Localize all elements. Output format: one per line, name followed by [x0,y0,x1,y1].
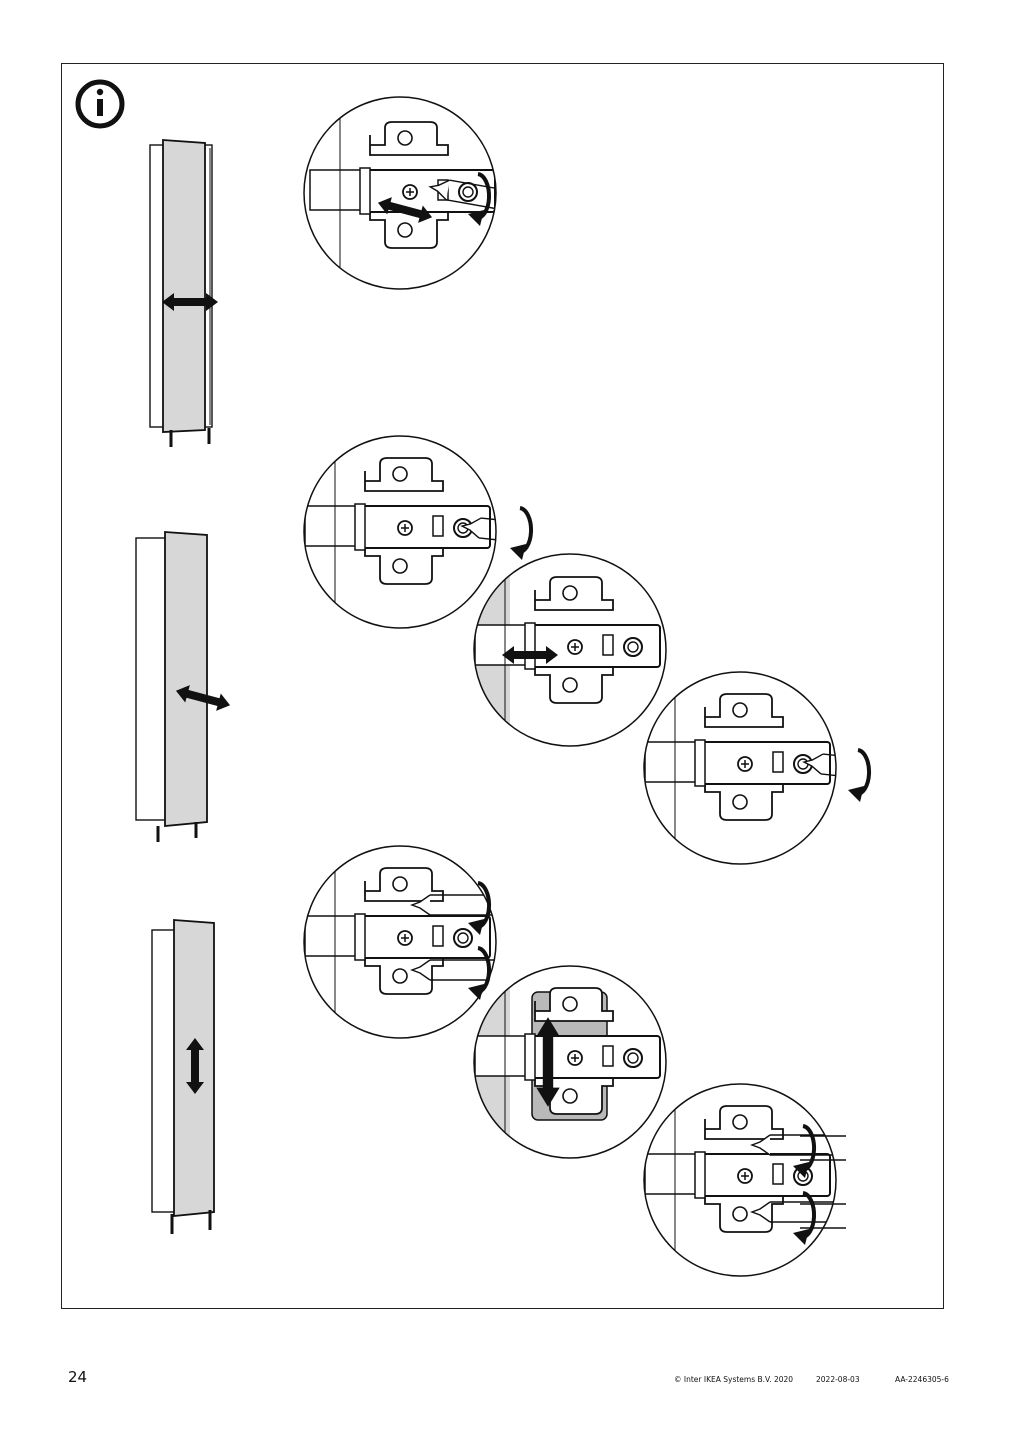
instruction-frame [61,63,944,1309]
hinge-detail-3a [303,845,497,1039]
hinge-detail-2c [643,671,872,865]
cabinet-step-2 [135,531,233,842]
footer-date: 2022-08-03 [816,1375,860,1384]
hinge-detail-3b [473,965,667,1159]
cabinet-step-3 [151,919,215,1234]
hinge-detail-3c [643,1083,846,1277]
cabinet-step-1 [149,139,218,447]
hinge-detail-2a [303,435,534,629]
page-number: 24 [68,1368,88,1386]
footer-copyright: © Inter IKEA Systems B.V. 2020 [674,1375,794,1384]
footer-doc-id: AA-2246305-6 [895,1375,949,1384]
hinge-detail-2b [473,553,667,747]
hinge-detail-1 [303,96,497,290]
info-circle-icon [75,79,125,129]
